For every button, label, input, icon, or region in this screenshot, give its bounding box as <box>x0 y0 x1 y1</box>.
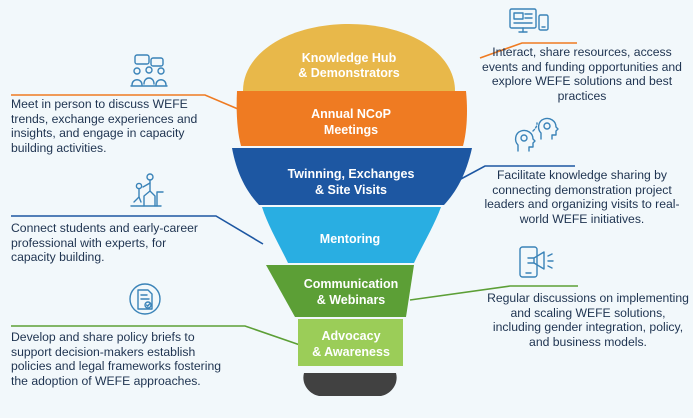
twinning-title-line2: & Site Visits <box>315 183 387 197</box>
bulb-base <box>303 373 397 396</box>
ncop-title-line2: Meetings <box>324 123 378 137</box>
connector-ncop <box>11 94 239 110</box>
mentoring-title: Mentoring <box>320 232 380 246</box>
connected-heads-icon <box>514 117 559 152</box>
twinning-description: Facilitate knowledge sharing by connecti… <box>484 168 680 226</box>
ncop-description: Meet in person to discuss WEFE trends, e… <box>11 97 198 155</box>
computer-resources-icon <box>509 8 549 33</box>
layer-advocacy <box>298 319 403 366</box>
connector-knowledge-hub <box>479 42 577 59</box>
phone-megaphone-icon <box>519 246 554 278</box>
layer-ncop <box>236 91 467 146</box>
bulb-layers <box>232 24 472 396</box>
connector-twinning <box>458 165 575 181</box>
meeting-people-icon <box>130 54 168 87</box>
mentoring-description: Connect students and early-career profes… <box>11 221 198 265</box>
knowledge-hub-title-line1: Knowledge Hub <box>302 51 397 65</box>
ncop-title-line1: Annual NCoP <box>311 107 391 121</box>
advocacy-title-line1: Advocacy <box>321 329 380 343</box>
connector-lines <box>11 42 578 346</box>
knowledge-hub-description: Interact, share resources, access events… <box>482 45 682 103</box>
connector-communication <box>409 285 578 301</box>
layer-communication <box>266 265 414 317</box>
knowledge-hub-title-line2: & Demonstrators <box>298 66 399 80</box>
layer-twinning <box>232 148 472 205</box>
layer-knowledge-hub <box>243 24 455 91</box>
mentor-helping-icon <box>130 173 164 207</box>
advocacy-title-line2: & Awareness <box>312 345 390 359</box>
twinning-title-line1: Twinning, Exchanges <box>288 167 415 181</box>
communication-title-line2: & Webinars <box>317 293 386 307</box>
advocacy-description: Develop and share policy briefs to suppo… <box>11 330 221 388</box>
communication-description: Regular discussions on implementing and … <box>487 291 689 349</box>
connector-advocacy <box>11 325 301 346</box>
communication-title-line1: Communication <box>304 277 398 291</box>
connector-mentoring <box>11 215 264 245</box>
layer-mentoring <box>262 207 441 263</box>
policy-document-icon <box>129 283 161 315</box>
